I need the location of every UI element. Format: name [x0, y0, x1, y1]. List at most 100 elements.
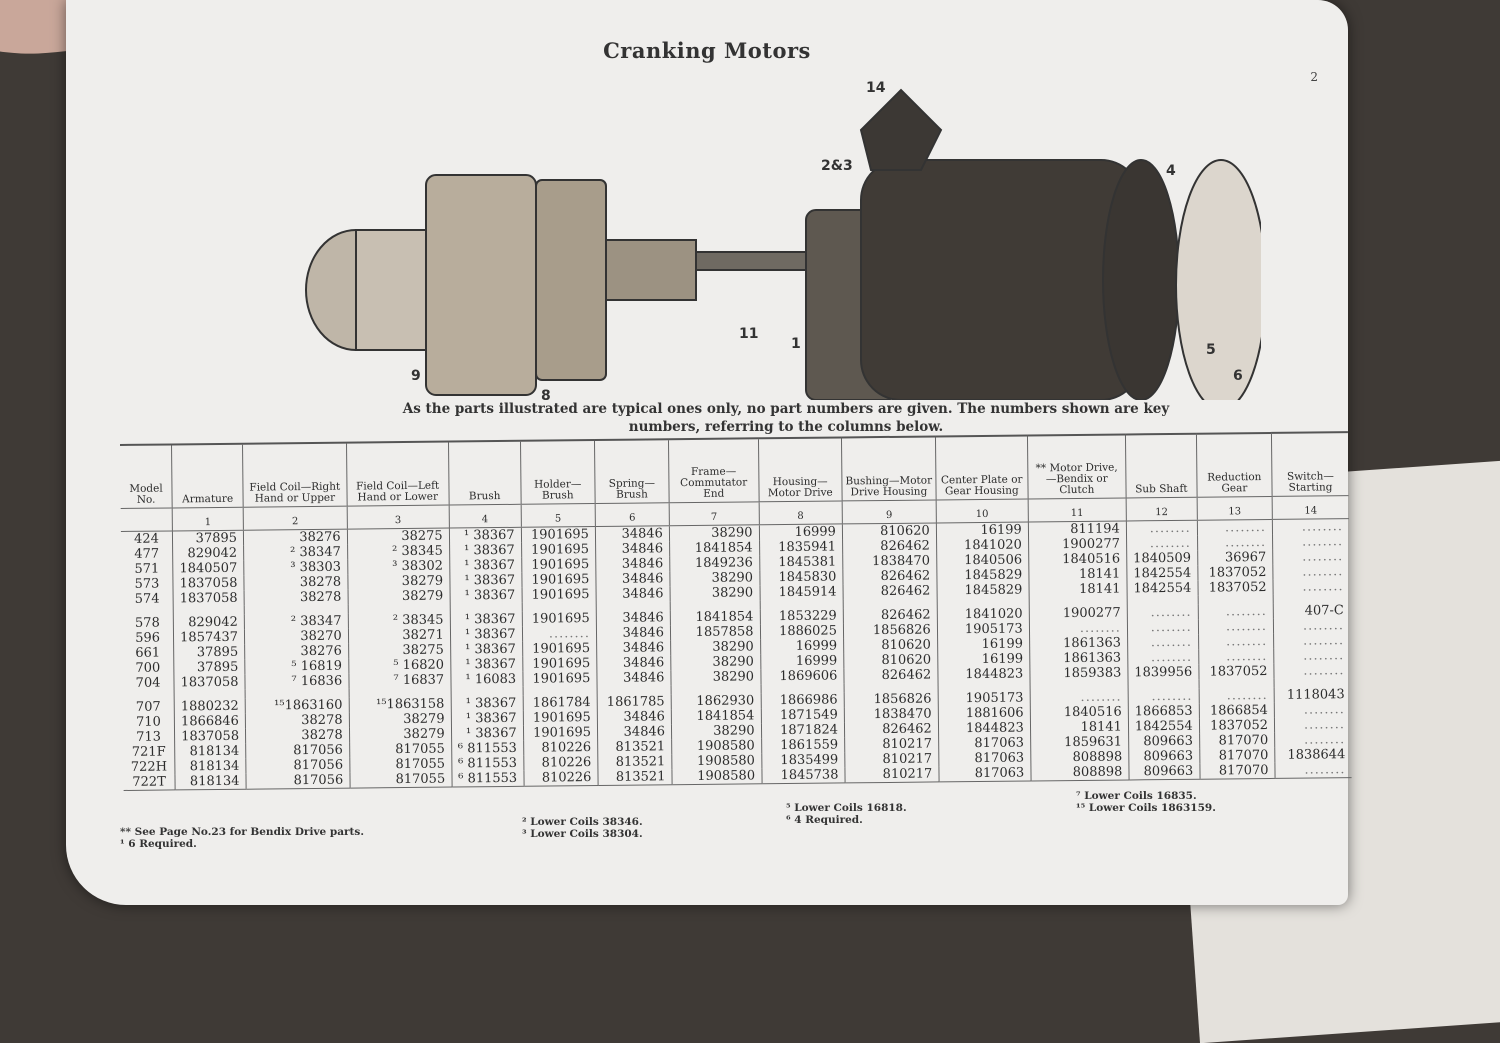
part-number-cell: 38290	[669, 585, 760, 602]
part-number-cell: 1844823	[938, 720, 1031, 737]
part-number-cell: 809663	[1128, 733, 1200, 750]
part-number-cell: 34846	[596, 610, 671, 627]
part-number-cell: ¹ 38367	[450, 656, 523, 673]
part-number-cell: 809663	[1128, 748, 1200, 765]
part-number-cell: 38290	[671, 723, 762, 740]
part-number-cell: 1869606	[760, 668, 844, 685]
part-number-cell: 818134	[174, 758, 246, 775]
part-number-cell: 34846	[595, 586, 671, 603]
part-number-cell: ³ 38303	[243, 559, 348, 576]
part-number-cell: 1871549	[760, 707, 845, 724]
model-number-cell: 571	[134, 561, 160, 577]
part-number-cell: 817055	[349, 756, 452, 773]
column-header: Holder—Brush	[520, 440, 596, 505]
footnotes-right: ⁷ Lower Coils 16835. ¹⁵ Lower Coils 1863…	[1076, 790, 1216, 814]
part-number-cell: 1856826	[844, 691, 939, 708]
part-number-cell: ........	[1272, 564, 1350, 580]
part-number-cell: 1845829	[936, 567, 1029, 584]
part-number-cell: 16199	[936, 521, 1029, 539]
callout-8: 8	[541, 388, 551, 400]
model-number-cell: 700	[135, 660, 161, 676]
footnote-2: ² Lower Coils 38346.	[522, 816, 643, 828]
part-number-cell: 1856826	[843, 622, 938, 639]
part-number-cell: 817056	[245, 742, 350, 759]
part-number-cell: ¹ 38367	[450, 626, 523, 643]
part-number-cell: ........	[1273, 618, 1351, 634]
part-number-cell: 1861363	[1029, 650, 1128, 667]
part-number-cell: 1844823	[937, 666, 1030, 683]
caption-line-1: As the parts illustrated are typical one…	[402, 401, 1170, 417]
model-number-cell: 722H	[130, 759, 168, 775]
part-number-cell: 1866986	[760, 692, 845, 709]
part-number-cell: 818134	[175, 773, 247, 790]
part-number-cell: ........	[1273, 579, 1350, 595]
part-number-cell: 817056	[245, 772, 350, 790]
part-number-cell: 16999	[760, 653, 844, 670]
part-number-cell: 38278	[245, 712, 350, 729]
part-number-cell: ¹ 38367	[450, 641, 523, 658]
part-number-cell: 1886025	[759, 623, 844, 640]
part-number-cell: ⁶ 811553	[451, 770, 524, 788]
part-number-cell: 34846	[596, 670, 671, 687]
callout-4: 4	[1166, 163, 1176, 179]
part-number-cell: 38279	[349, 726, 452, 743]
part-number-cell: 1845914	[759, 584, 844, 601]
part-number-cell: 817056	[245, 757, 350, 774]
part-number-cell: 34846	[597, 709, 672, 726]
part-number-cell: 1901695	[523, 725, 598, 741]
part-number-cell: 813521	[597, 739, 672, 756]
part-number-cell: ........	[1272, 534, 1350, 550]
column-header: ** Motor Drive, —Bendix or Clutch	[1027, 434, 1126, 499]
column-header: Spring—Brush	[594, 439, 670, 504]
part-number-cell: 1842554	[1126, 565, 1198, 582]
part-number-cell: 34846	[595, 525, 670, 543]
column-key-number: 14	[1272, 495, 1349, 520]
part-number-cell: 1901695	[521, 542, 596, 558]
part-number-cell: 1840509	[1126, 550, 1198, 567]
callout-14: 14	[866, 80, 886, 96]
column-header: Housing—Motor Drive	[758, 437, 843, 502]
part-number-cell: 38290	[670, 639, 761, 656]
part-number-cell: 1841854	[671, 708, 762, 725]
part-number-cell: 1862930	[671, 693, 761, 710]
part-number-cell: 16999	[760, 638, 844, 655]
part-number-cell: 18141	[1028, 581, 1128, 598]
page-title: Cranking Motors	[603, 38, 811, 63]
model-number-cell: 710	[135, 714, 161, 730]
part-number-cell: 813521	[597, 754, 672, 771]
part-number-cell: 1908580	[671, 738, 762, 755]
part-number-cell: 34846	[595, 571, 670, 588]
footnote-3: ³ Lower Coils 38304.	[522, 828, 643, 840]
part-number-cell: ........	[1127, 649, 1199, 666]
part-number-cell: ¹ 38367	[450, 695, 523, 712]
part-number-cell: 1901695	[522, 671, 597, 687]
part-number-cell: 1871824	[761, 722, 845, 739]
caption-line-2: numbers, referring to the columns below.	[628, 419, 944, 435]
part-number-cell: 817070	[1199, 732, 1275, 749]
part-number-cell: ........	[1198, 648, 1274, 665]
part-number-cell: 813521	[597, 769, 673, 786]
part-number-cell: 1900277	[1028, 536, 1127, 553]
model-number-cell: 704	[135, 675, 161, 691]
model-number-cell: 424	[134, 531, 160, 547]
part-number-cell: ² 38345	[347, 612, 451, 629]
part-number-cell: 1838644	[1274, 747, 1352, 763]
footnotes-mid-left: ² Lower Coils 38346. ³ Lower Coils 38304…	[522, 816, 643, 840]
footnote-6: ⁶ 4 Required.	[786, 814, 863, 826]
model-number-cell: 661	[135, 645, 161, 661]
part-number-cell: 1857437	[173, 629, 245, 646]
part-number-cell: ........	[1274, 702, 1351, 718]
part-number-cell: 34846	[597, 724, 672, 741]
part-number-cell: ¹ 16083	[450, 671, 523, 688]
part-number-cell: 38276	[244, 643, 349, 660]
column-key-number: 13	[1196, 496, 1273, 521]
footnotes-mid-right: ⁵ Lower Coils 16818. ⁶ 4 Required.	[786, 802, 907, 826]
part-number-cell: ¹ 38367	[449, 527, 522, 544]
part-number-cell: ⁷ 16836	[244, 673, 349, 690]
part-number-cell: ¹⁵1863160	[245, 697, 350, 714]
part-number-cell: ........	[1127, 634, 1199, 651]
part-number-cell: 1901695	[521, 587, 597, 603]
part-number-cell: 16199	[937, 636, 1030, 653]
part-number-cell: 811194	[1028, 520, 1127, 538]
part-number-cell: 1853229	[759, 608, 844, 625]
